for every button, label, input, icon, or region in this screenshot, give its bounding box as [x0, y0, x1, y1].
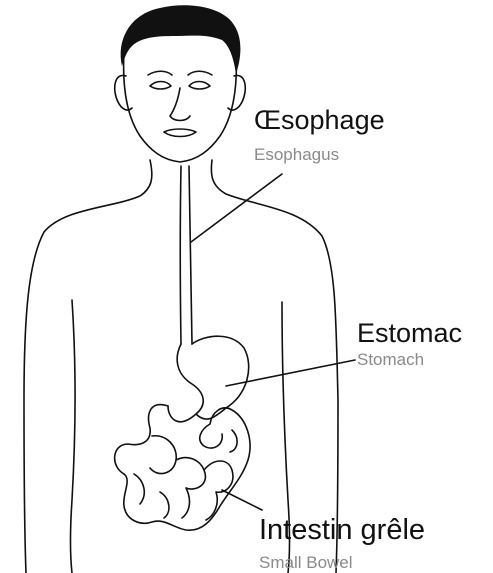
esophagus-leader-line — [191, 174, 282, 242]
esophagus-organ — [180, 166, 181, 344]
right-eye — [189, 82, 210, 90]
small-bowel-organ — [115, 405, 250, 531]
stomach-label-french: Estomac — [357, 320, 462, 347]
body-outline — [24, 160, 152, 573]
esophagus-label-english: Esophagus — [254, 146, 339, 163]
left-eye — [150, 82, 171, 90]
hair — [121, 5, 241, 74]
esophagus-organ-wall — [189, 166, 192, 344]
right-eyebrow — [188, 71, 212, 75]
stomach-leader-line — [226, 360, 355, 386]
nose — [170, 88, 190, 121]
left-eyebrow — [148, 71, 172, 75]
small-bowel-label-french: Intestin grêle — [259, 516, 425, 545]
small-bowel-leader-line — [222, 490, 262, 510]
left-arm-crease — [71, 300, 76, 573]
face-outline — [124, 52, 237, 162]
stomach-label-english: Stomach — [357, 351, 424, 368]
small-bowel-label-english: Small Bowel — [259, 554, 353, 571]
mouth — [164, 129, 196, 137]
stomach-organ — [168, 336, 249, 421]
esophagus-label-french: Œsophage — [254, 107, 385, 134]
